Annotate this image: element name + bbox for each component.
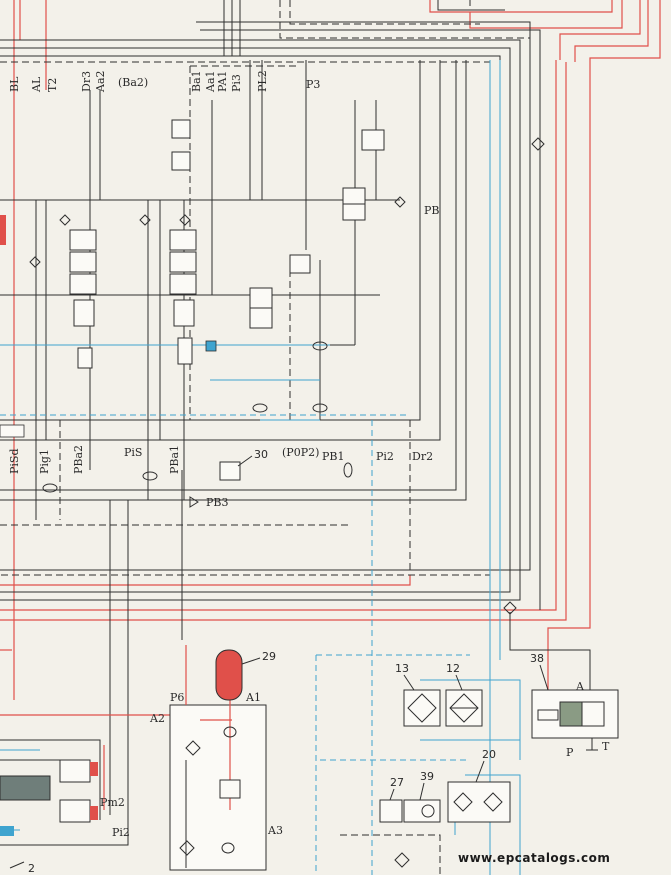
accumulator-block bbox=[169, 645, 267, 871]
label-PB1: PB1 bbox=[322, 450, 344, 463]
label-BL: BL bbox=[8, 76, 21, 92]
label-PBa1: PBa1 bbox=[168, 445, 181, 474]
label-Pm2: Pm2 bbox=[100, 796, 125, 809]
label-Ba1: Ba1 bbox=[190, 70, 203, 92]
callout-numbers: 30 29 13 12 38 20 27 39 2 bbox=[28, 448, 549, 875]
label-PA1: PA1 bbox=[216, 71, 229, 92]
label-Pig1: Pig1 bbox=[38, 449, 51, 474]
callout-20: 20 bbox=[482, 748, 496, 761]
label-Pi2: Pi2 bbox=[376, 450, 394, 463]
label-P: P bbox=[566, 746, 574, 759]
label-Dr2: Dr2 bbox=[412, 450, 433, 463]
callout-39: 39 bbox=[420, 770, 434, 783]
drain-section bbox=[315, 60, 591, 875]
label-Aa1: Aa1 bbox=[204, 70, 217, 93]
label-PL2: PL2 bbox=[256, 70, 269, 92]
label-P6: P6 bbox=[170, 691, 184, 704]
solenoid-valve-38 bbox=[531, 689, 619, 751]
top-black-lines bbox=[0, 0, 541, 610]
label-Ba2: (Ba2) bbox=[118, 76, 148, 89]
label-Pi3: Pi3 bbox=[230, 74, 243, 92]
label-Dr3: Dr3 bbox=[80, 71, 93, 92]
label-A: A bbox=[575, 680, 585, 693]
label-AL: AL bbox=[30, 76, 43, 93]
callout-12: 12 bbox=[446, 662, 460, 675]
port-labels: BL AL T2 Dr3 Aa2 (Ba2) Ba1 Aa1 PA1 Pi3 P… bbox=[8, 70, 610, 839]
label-A3: A3 bbox=[267, 824, 283, 837]
label-PB: PB bbox=[424, 204, 440, 217]
label-Aa2: Aa2 bbox=[94, 70, 107, 93]
bottom-left-section bbox=[0, 470, 183, 869]
label-T: T bbox=[602, 740, 610, 753]
label-Pi2-bottom: Pi2 bbox=[112, 826, 130, 839]
top-red-lines bbox=[0, 0, 661, 700]
label-PBa2: PBa2 bbox=[72, 445, 85, 474]
label-P3: P3 bbox=[306, 78, 320, 91]
callout-29: 29 bbox=[262, 650, 276, 663]
main-valve-block bbox=[0, 60, 545, 615]
callout-13: 13 bbox=[395, 662, 409, 675]
callout-38: 38 bbox=[530, 652, 544, 665]
callout-27: 27 bbox=[390, 776, 404, 789]
watermark: www.epcatalogs.com bbox=[458, 851, 610, 865]
label-PB3: PB3 bbox=[206, 496, 228, 509]
label-PiS: PiS bbox=[124, 446, 142, 459]
label-A1: A1 bbox=[245, 691, 261, 704]
label-PiSd: PiSd bbox=[8, 449, 21, 475]
callout-30: 30 bbox=[254, 448, 268, 461]
label-A2: A2 bbox=[149, 712, 165, 725]
label-T2: T2 bbox=[46, 78, 59, 92]
label-PoP2: (P0P2) bbox=[282, 446, 319, 459]
callout-2: 2 bbox=[28, 862, 35, 875]
